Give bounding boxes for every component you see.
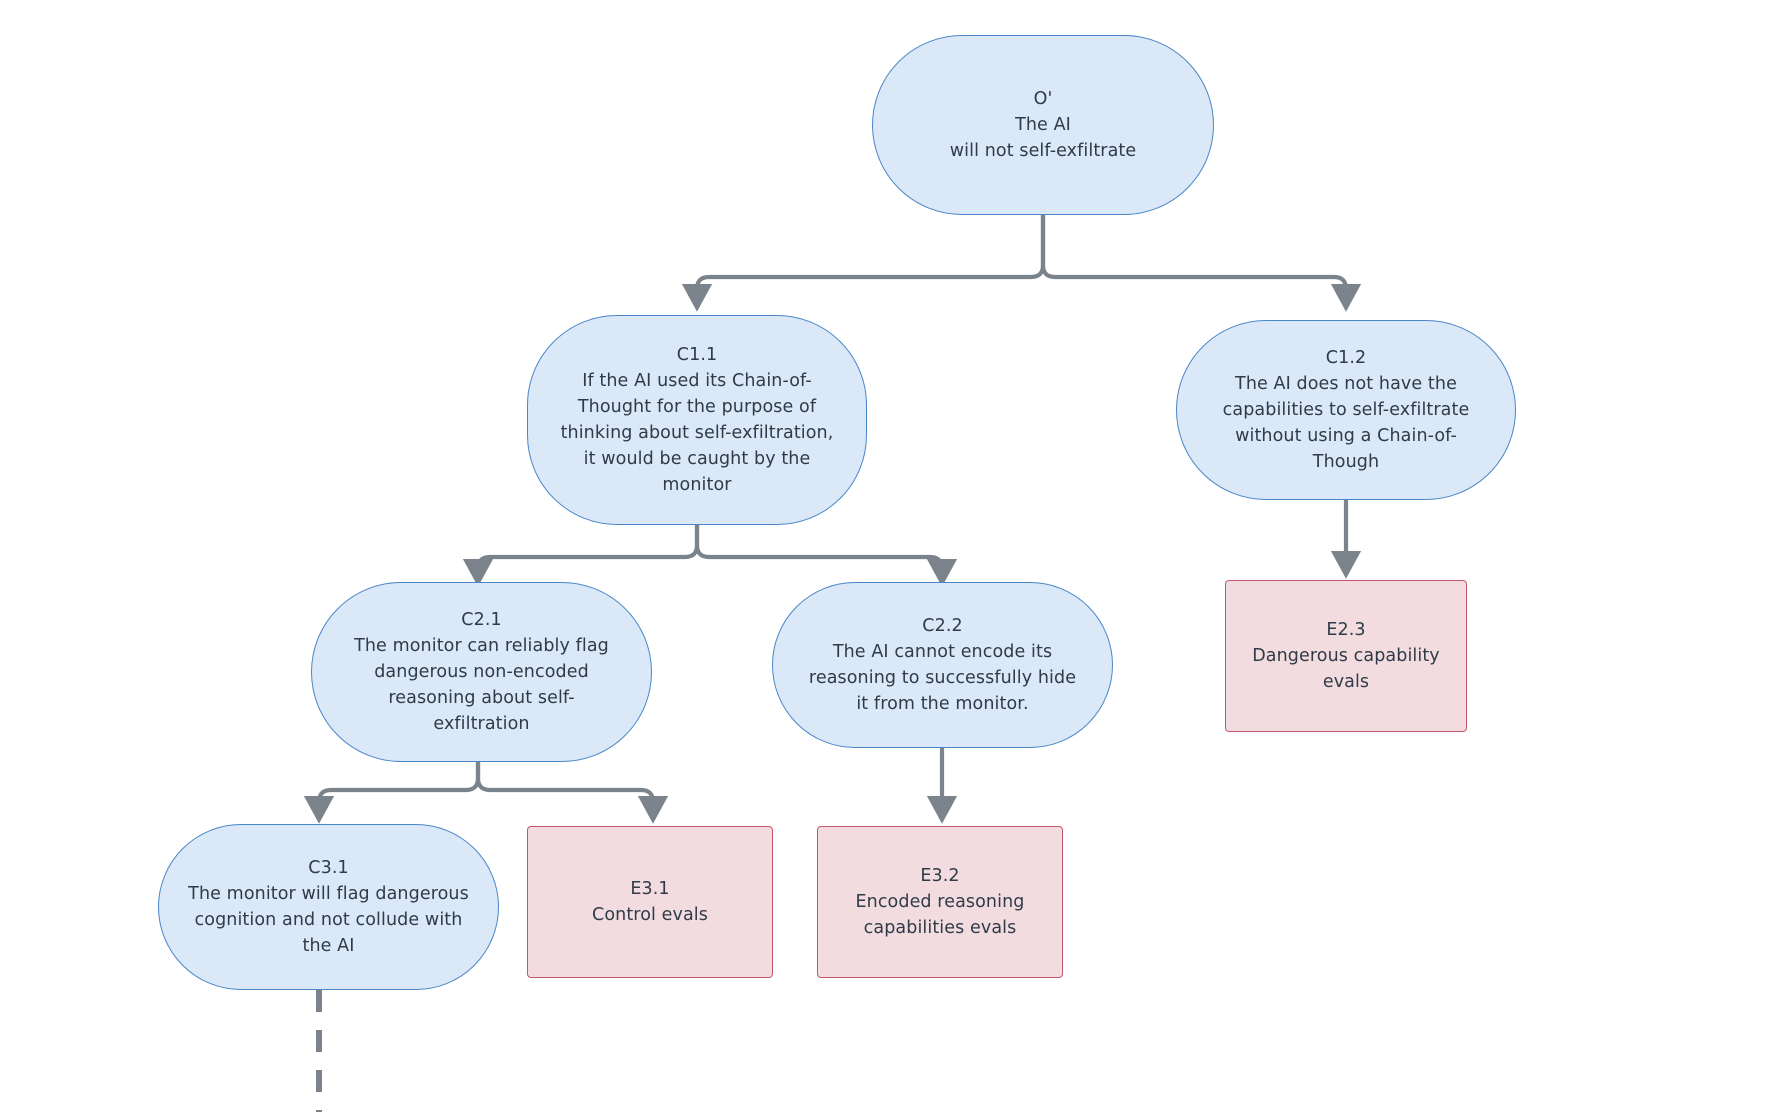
- node-line: thinking about self-exfiltration,: [560, 423, 834, 443]
- node-line: E3.2: [920, 866, 960, 886]
- node-line: without using a Chain-of-: [1235, 426, 1457, 446]
- node-line: capabilities evals: [863, 918, 1017, 938]
- node-line: C3.1: [308, 858, 349, 878]
- node-line: exfiltration: [433, 714, 530, 734]
- node-line: Thought for the purpose of: [577, 397, 817, 417]
- node-line: O': [1033, 89, 1053, 109]
- node-line: evals: [1322, 672, 1370, 692]
- node-text: C1.1 If the AI used its Chain-of- Though…: [542, 342, 852, 498]
- edge-c11-c22: [694, 522, 958, 587]
- node-text: C3.1 The monitor will flag dangerous cog…: [173, 855, 484, 959]
- node-line: Dangerous capability: [1252, 646, 1440, 666]
- node-line: The monitor can reliably flag: [354, 636, 609, 656]
- node-claim-c22[interactable]: C2.2 The AI cannot encode its reasoning …: [772, 582, 1113, 748]
- node-line: cognition and not collude with: [194, 910, 463, 930]
- node-objective-o1[interactable]: O' The AI will not self-exfiltrate: [872, 35, 1214, 215]
- node-line: Encoded reasoning: [855, 892, 1025, 912]
- edge-o1-c12: [1040, 212, 1362, 312]
- edge-c21-e31: [475, 759, 669, 824]
- node-claim-c21[interactable]: C2.1 The monitor can reliably flag dange…: [311, 582, 652, 762]
- node-claim-c12[interactable]: C1.2 The AI does not have the capabiliti…: [1176, 320, 1516, 500]
- node-line: Though: [1312, 452, 1380, 472]
- node-evidence-e31[interactable]: E3.1 Control evals: [527, 826, 773, 978]
- node-line: The AI cannot encode its: [832, 642, 1053, 662]
- node-text: C2.2 The AI cannot encode its reasoning …: [787, 613, 1098, 717]
- edge-o1-c11: [681, 212, 1046, 312]
- node-line: If the AI used its Chain-of-: [582, 371, 812, 391]
- node-text: E2.3 Dangerous capability evals: [1240, 617, 1452, 695]
- node-evidence-e32[interactable]: E3.2 Encoded reasoning capabilities eval…: [817, 826, 1063, 978]
- node-line: reasoning to successfully hide: [808, 668, 1077, 688]
- node-line: reasoning about self-: [388, 688, 575, 708]
- node-line: E2.3: [1326, 620, 1366, 640]
- node-line: it would be caught by the: [583, 449, 811, 469]
- node-line: capabilities to self-exfiltrate: [1222, 400, 1470, 420]
- node-text: C1.2 The AI does not have the capabiliti…: [1191, 345, 1501, 475]
- node-text: C2.1 The monitor can reliably flag dange…: [326, 607, 637, 737]
- node-text: E3.1 Control evals: [542, 876, 758, 928]
- node-line: C1.2: [1325, 348, 1367, 368]
- node-text: O' The AI will not self-exfiltrate: [887, 86, 1199, 164]
- node-line: monitor: [662, 475, 732, 495]
- node-line: C1.1: [676, 345, 718, 365]
- node-line: Control evals: [592, 905, 708, 925]
- node-line: The AI does not have the: [1235, 374, 1457, 394]
- node-line: The monitor will flag dangerous: [188, 884, 469, 904]
- node-claim-c31[interactable]: C3.1 The monitor will flag dangerous cog…: [158, 824, 499, 990]
- node-line: C2.2: [922, 616, 963, 636]
- node-line: the AI: [302, 936, 355, 956]
- edge-c21-c31: [303, 759, 481, 824]
- node-text: E3.2 Encoded reasoning capabilities eval…: [832, 863, 1048, 941]
- node-evidence-e23[interactable]: E2.3 Dangerous capability evals: [1225, 580, 1467, 732]
- node-claim-c11[interactable]: C1.1 If the AI used its Chain-of- Though…: [527, 315, 867, 525]
- node-line: The AI: [1015, 115, 1071, 135]
- node-line: dangerous non-encoded: [374, 662, 589, 682]
- node-line: E3.1: [630, 879, 670, 899]
- edge-c11-c21: [462, 522, 700, 587]
- node-line: will not self-exfiltrate: [949, 141, 1137, 161]
- node-line: C2.1: [461, 610, 502, 630]
- node-line: it from the monitor.: [856, 694, 1029, 714]
